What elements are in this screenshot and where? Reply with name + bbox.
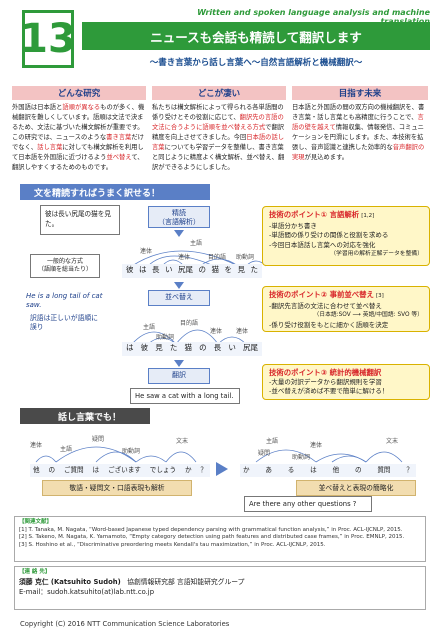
section-what: どんな研究 外国語は日本語と語順が異なるものが多く、機械翻訳を難しくしています。…: [12, 86, 146, 173]
reference-item: [2] S. Takeno, M. Nagata, K. Yamamoto, “…: [19, 534, 405, 540]
tree2-label-3: 連体: [210, 328, 223, 335]
spoken-output-box: Are there any other questions ?: [244, 496, 372, 512]
spoken-tree-right: [255, 449, 403, 463]
tech-point-2-item: -係り受け役割をもとに細かく語順を決定: [269, 320, 389, 329]
tree1-label-5: 助動詞: [236, 254, 255, 261]
contact-box: 【連 絡 先】 須藤 克仁 (Katsuhito Sudoh) 協創情報研究部 …: [14, 566, 426, 610]
process-parse: 精読 （言語解析）: [148, 206, 210, 228]
spoken-right-caption: 並べ替えと表現の簡略化: [296, 480, 416, 496]
spoken-right-words: かあるは他の質問？: [240, 464, 416, 477]
tech-point-1-item: -今回日本語話し言葉への対応を強化: [269, 240, 376, 249]
arrow-down-icon: [174, 360, 184, 367]
copyright: Copyright (C) 2016 NTT Communication Sci…: [20, 620, 230, 628]
spoken-left-words: 他のご質問はございますでしょうか？: [30, 464, 210, 477]
spoken-right-label: 疑問: [258, 450, 271, 457]
spoken-left-label: 疑問: [92, 436, 105, 443]
contact-heading: 【連 絡 先】: [19, 569, 51, 575]
tech-point-1-ref: [1,2]: [361, 213, 375, 219]
arrow-down-icon: [174, 282, 184, 289]
spoken-right-label: 文末: [386, 438, 399, 445]
tech-point-3-item: -大量の対訳データから翻訳規則を学習: [269, 377, 382, 386]
wrong-translation: He is a long tail of cat saw.: [26, 292, 103, 309]
tree1-label-2: 連体: [140, 248, 153, 255]
process-translate: 翻訳: [148, 368, 210, 384]
spoken-left-label: 助動詞: [122, 448, 141, 455]
section-future-heading: 目指す未来: [292, 86, 428, 100]
main-title: ニュースも会話も精読して翻訳します: [82, 22, 430, 50]
arrow-down-icon: [174, 230, 184, 237]
section-what-body: 外国語は日本語と語順が異なるものが多く、機械翻訳を難しくしています。語順は文法で…: [12, 104, 145, 171]
section-where-heading: どこが凄い: [152, 86, 286, 100]
spoken-tree-left: [35, 446, 197, 463]
spoken-right-label: 助動詞: [292, 454, 311, 461]
wrong-order-note: 訳語は正しいが語順に誤り: [30, 314, 98, 331]
tech-point-2-title: 技術のポイント② 事前並べ替え: [269, 290, 374, 299]
section-what-heading: どんな研究: [12, 86, 146, 100]
input-sentence-box: 彼は長い尻尾の猫を見た。: [40, 205, 120, 235]
tree1-label-4: 目的語: [208, 254, 227, 261]
tree2-words: は彼見た猫の長い尻尾: [122, 342, 262, 356]
spoken-banner: 話し言葉でも！: [20, 408, 150, 424]
reference-item: [1] T. Tanaka, M. Nagata, “Word-based Ja…: [19, 526, 403, 533]
diagram-banner: 文を精読すればうまく訳せる！: [20, 184, 210, 200]
tree2-label-1: 主語: [143, 324, 156, 331]
poster-number: 13: [20, 10, 76, 68]
tech-point-1-title: 技術のポイント① 言語解析: [269, 210, 360, 219]
spoken-left-label: 連体: [30, 442, 43, 449]
section-future-body: 日本語と外国語の間の双方向の機械翻訳を、書き言葉・話し言葉とも高精度に行うことで…: [292, 104, 425, 161]
tech-point-1-item: -単語間の係り受けの関係と役割を求める: [269, 231, 389, 240]
tech-point-3-title: 技術のポイント③ 統計的機械翻訳: [269, 368, 382, 377]
tree2-label-4: 連体: [236, 328, 249, 335]
tree1-label-3: 連体: [178, 254, 191, 261]
tech-point-2: 技術のポイント② 事前並べ替え [3] -翻訳先言語の文法に合わせて並べ替え （…: [262, 286, 430, 332]
tech-point-3: 技術のポイント③ 統計的機械翻訳 -大量の対訳データから翻訳規則を学習 -並べ替…: [262, 364, 430, 400]
english-title: Written and spoken language analysis and…: [197, 8, 430, 26]
subtitle: 〜書き言葉から話し言葉へ〜自然言語解析と機械翻訳〜: [149, 58, 363, 68]
tree1-label-1: 主語: [190, 240, 203, 247]
contact-name: 須藤 克仁 (Katsuhito Sudoh): [19, 577, 121, 586]
generic-method-label: 一般的な方式 （語順を総当たり）: [30, 254, 100, 278]
tech-point-3-item: -並べ替えが済めば不要で簡単に解ける！: [269, 387, 389, 396]
process-reorder: 並べ替え: [148, 290, 210, 306]
references-box: 【関連文献】 [1] T. Tanaka, M. Nagata, “Word-b…: [14, 516, 426, 562]
tech-point-2-item: -翻訳先言語の文法に合わせて並べ替え: [269, 301, 382, 310]
contact-email: E-mail：sudoh.katsuhito(at)lab.ntt.co.jp: [19, 587, 155, 596]
section-where: どこが凄い 私たちは構文解析によって得られる各単語間の係り受けとその役割に応じて…: [152, 86, 286, 173]
tech-point-2-ref: [3]: [376, 293, 384, 299]
spoken-left-label: 文末: [176, 438, 189, 445]
tech-point-1-note: （学習用の解析正解データを整備）: [330, 251, 423, 258]
contact-group: 協創情報研究部 言語知能研究グループ: [127, 577, 245, 586]
spoken-right-label: 連体: [310, 442, 323, 449]
arrow-right-icon: [216, 462, 228, 476]
tree1-words: 彼は長い尻尾の猫を見た: [122, 264, 262, 278]
spoken-left-caption: 敬語・疑問文・口語表現も解析: [42, 480, 192, 496]
tree2-label-2: 目的語: [180, 320, 199, 327]
tech-point-1-item: -単語分かち書き: [269, 221, 317, 230]
output-sentence-box: He saw a cat with a long tail.: [130, 388, 240, 404]
spoken-left-label: 主語: [60, 446, 73, 453]
spoken-right-label: 主語: [266, 438, 279, 445]
references-heading: 【関連文献】: [19, 519, 53, 525]
tech-point-1: 技術のポイント① 言語解析 [1,2] -単語分かち書き -単語間の係り受けの関…: [262, 206, 430, 266]
tech-point-2-item: （日本語:SOV ⟶ 英語/中国語: SVO 等）: [313, 312, 423, 319]
section-where-body: 私たちは構文解析によって得られる各単語間の係り受けとその役割に応じて、翻訳先の言…: [152, 104, 285, 171]
section-future: 目指す未来 日本語と外国語の間の双方向の機械翻訳を、書き言葉・話し言葉とも高精度…: [292, 86, 428, 163]
reference-item: [3] S. Hoshino et al., “Discriminative p…: [19, 541, 326, 548]
tree2-label-5: 助動詞: [156, 334, 175, 341]
